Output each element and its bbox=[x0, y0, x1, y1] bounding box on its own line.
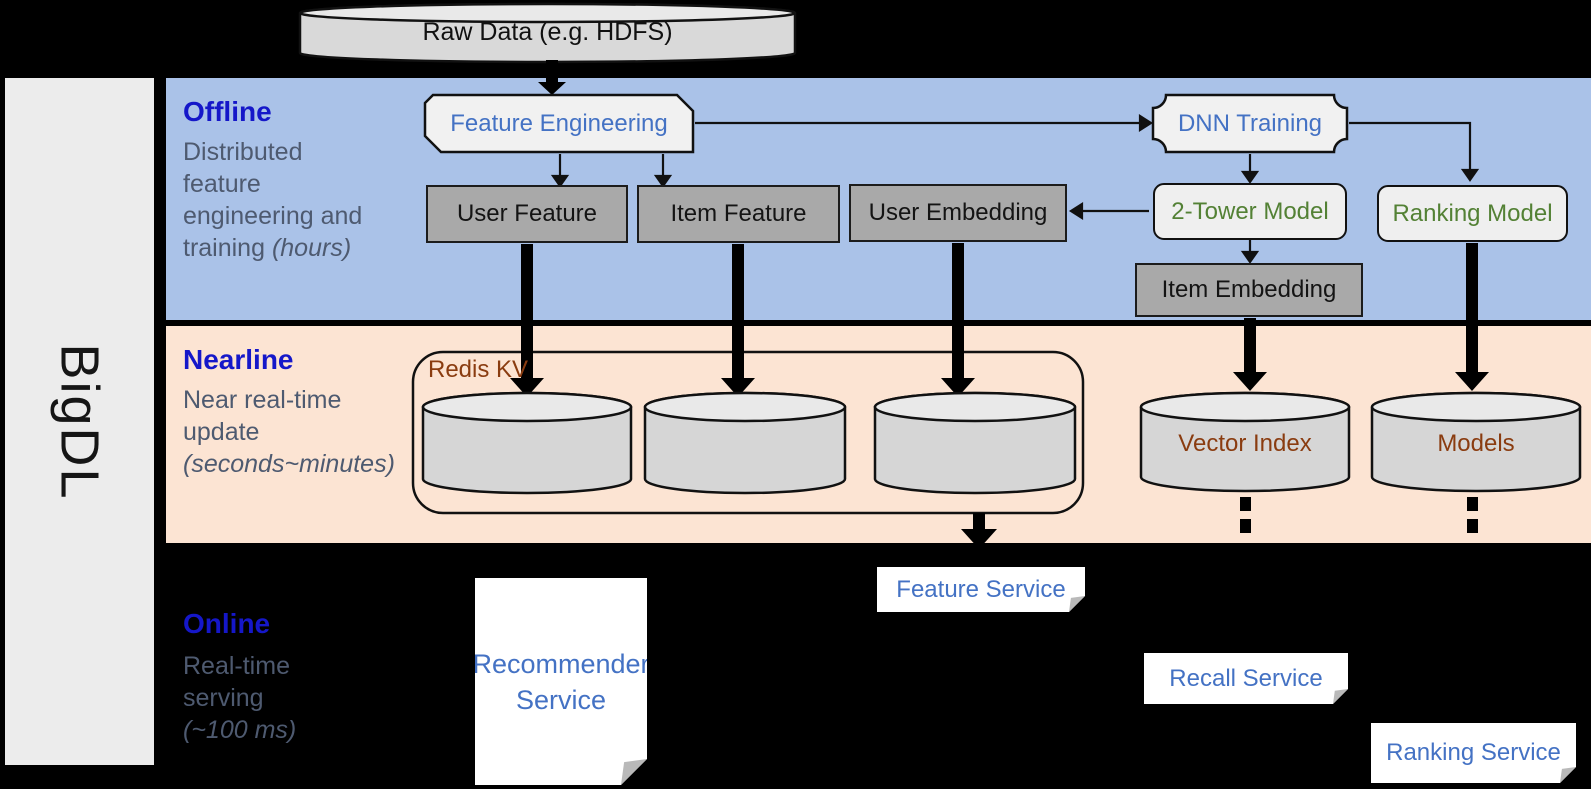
recall-service-node: Recall Service bbox=[1144, 653, 1348, 704]
dashed-link-models-to-ranking bbox=[1467, 497, 1478, 533]
raw-data-cylinder bbox=[298, 2, 797, 64]
dnn-training-shape bbox=[1151, 93, 1349, 154]
feature-engineering-shape bbox=[423, 93, 695, 154]
dnn-training-label: DNN Training bbox=[1177, 109, 1323, 137]
arrow-fe-to-item-feature bbox=[653, 154, 673, 188]
bigdl-sidebar: BigDL bbox=[5, 78, 154, 765]
kv-store-cylinder-3 bbox=[873, 391, 1077, 495]
offline-lane-title: Offline bbox=[183, 96, 272, 127]
arrow-user-feature-to-kv bbox=[510, 244, 544, 397]
arrow-item-feature-to-kv bbox=[721, 244, 755, 397]
arrow-user-embedding-to-kv bbox=[941, 243, 975, 397]
vector-index-label: Vector Index bbox=[1178, 430, 1312, 457]
arrow-ranking-model-to-models bbox=[1455, 243, 1489, 391]
models-label: Models bbox=[1437, 430, 1515, 457]
nearline-lane-description: Near real-time update (seconds~minutes) bbox=[183, 386, 395, 478]
arrow-item-embedding-to-vector-index bbox=[1233, 318, 1267, 391]
arrow-fe-to-dnn-training bbox=[695, 113, 1154, 133]
arrow-kv-to-feature-service bbox=[961, 513, 997, 549]
ranking-service-node: Ranking Service bbox=[1371, 723, 1576, 783]
arrow-two-tower-to-user-embedding bbox=[1068, 201, 1149, 221]
user-feature-node: User Feature bbox=[426, 185, 628, 243]
user-embedding-node: User Embedding bbox=[849, 184, 1067, 242]
redis-kv-container bbox=[411, 350, 1085, 515]
arrow-two-tower-to-item-embedding bbox=[1240, 240, 1260, 264]
feature-engineering-label: Feature Engineering bbox=[450, 109, 668, 137]
recommender-service-node: Recommender Service bbox=[475, 578, 647, 785]
arrow-dnn-to-ranking-model bbox=[1349, 121, 1480, 182]
arrow-fe-to-user-feature bbox=[550, 154, 570, 188]
item-feature-node: Item Feature bbox=[637, 185, 840, 243]
redis-kv-label: Redis KV bbox=[428, 356, 529, 383]
offline-lane-description: Distributed feature engineering and trai… bbox=[183, 138, 363, 262]
kv-store-cylinder-2 bbox=[643, 391, 847, 495]
two-tower-model-node: 2-Tower Model bbox=[1153, 183, 1347, 240]
online-lane-title: Online bbox=[183, 608, 271, 639]
feature-service-node: Feature Service bbox=[877, 567, 1085, 612]
raw-data-label: Raw Data (e.g. HDFS) bbox=[422, 17, 673, 46]
item-embedding-node: Item Embedding bbox=[1135, 263, 1363, 317]
kv-store-cylinder-1 bbox=[421, 391, 633, 495]
vector-index-cylinder bbox=[1139, 391, 1351, 493]
arrow-rawdata-to-feature-engineering bbox=[538, 60, 566, 95]
dashed-link-vector-index-to-recall bbox=[1240, 497, 1251, 533]
nearline-lane-title: Nearline bbox=[183, 344, 294, 375]
ranking-model-node: Ranking Model bbox=[1377, 185, 1568, 242]
online-lane-description: Real-time serving (~100 ms) bbox=[183, 652, 297, 744]
models-cylinder bbox=[1370, 391, 1582, 493]
arrow-dnn-to-two-tower bbox=[1240, 154, 1260, 184]
